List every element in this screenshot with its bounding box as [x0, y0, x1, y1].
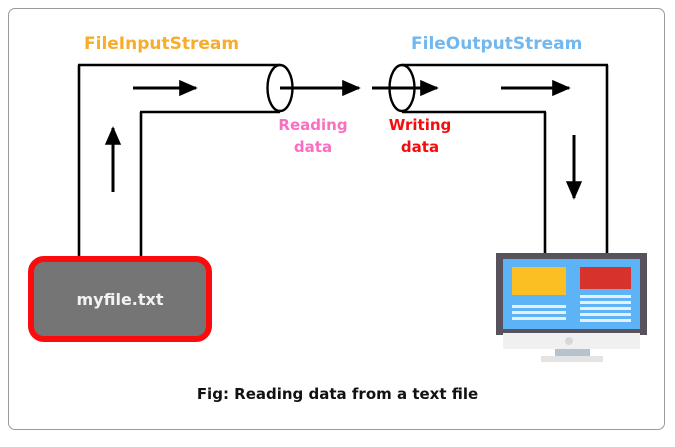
input-stream-pipe	[77, 63, 294, 258]
screen-block-yellow	[512, 267, 566, 295]
monitor-power-icon	[565, 337, 573, 345]
figure-border	[8, 8, 665, 430]
monitor-illustration	[496, 253, 647, 363]
label-reading-data: Reading data	[265, 114, 361, 158]
screen-text-line	[512, 305, 566, 308]
monitor-stand-base	[541, 356, 603, 362]
file-box: myfile.txt	[28, 256, 212, 342]
file-box-label: myfile.txt	[76, 289, 164, 309]
figure-caption: Fig: Reading data from a text file	[196, 385, 479, 403]
label-writing-data: Writing data	[374, 114, 466, 158]
screen-text-line	[580, 295, 631, 298]
label-writing-line2: data	[400, 138, 440, 156]
monitor-stand-neck	[555, 349, 590, 356]
monitor-screen	[503, 259, 640, 329]
label-fileoutputstream: FileOutputStream	[411, 34, 583, 54]
screen-text-line	[512, 317, 566, 320]
screen-text-line	[580, 313, 631, 316]
label-writing-line1: Writing	[388, 116, 452, 134]
label-reading-line2: data	[293, 138, 333, 156]
screen-text-line	[580, 301, 631, 304]
screen-text-line	[580, 319, 631, 322]
screen-text-line	[580, 307, 631, 310]
screen-block-red	[580, 267, 631, 289]
label-fileinputstream: FileInputStream	[84, 34, 240, 54]
label-reading-line1: Reading	[278, 116, 348, 134]
screen-text-line	[512, 311, 566, 314]
output-stream-pipe	[388, 63, 609, 258]
